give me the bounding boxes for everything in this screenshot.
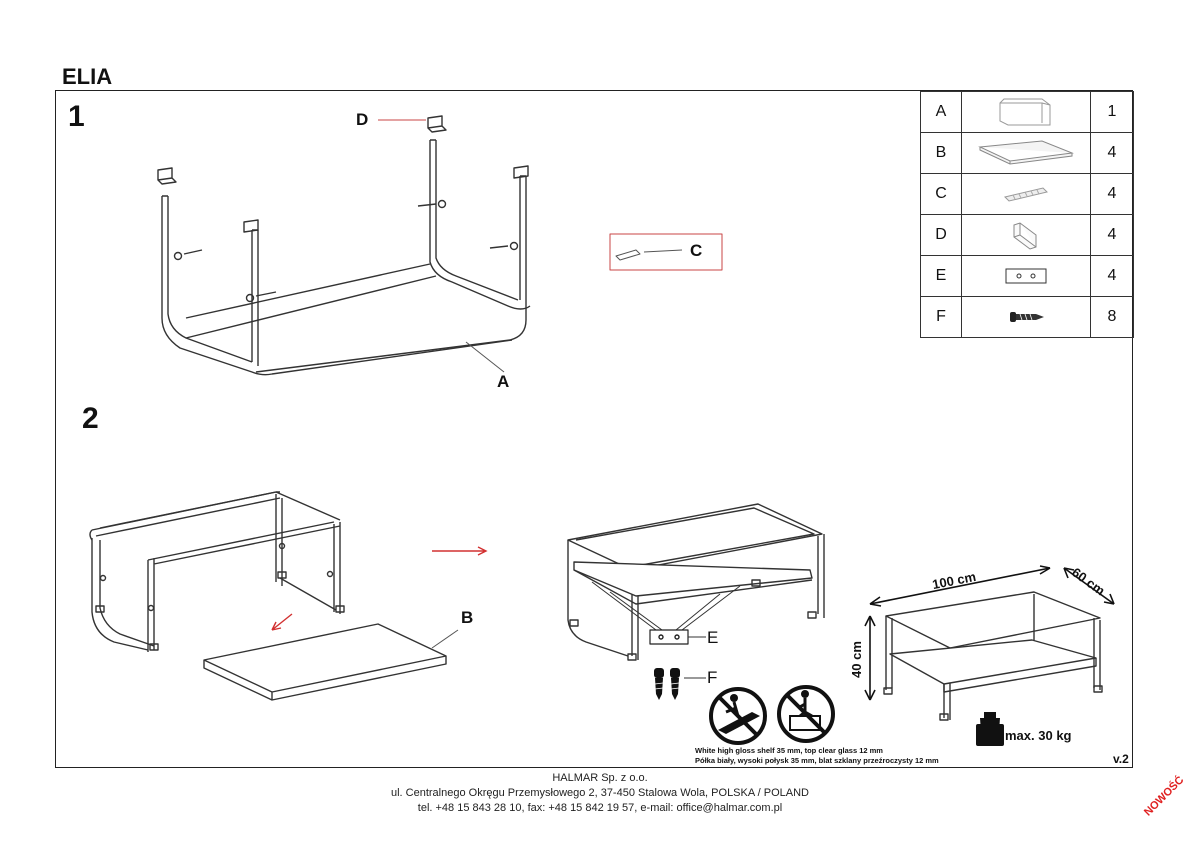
max-load-label: max. 30 kg bbox=[1005, 728, 1072, 743]
callout-e: E bbox=[707, 628, 719, 647]
part-qty: 8 bbox=[1090, 296, 1134, 338]
step-number-1: 1 bbox=[68, 100, 85, 133]
part-qty: 1 bbox=[1090, 91, 1134, 133]
part-qty: 4 bbox=[1090, 173, 1134, 215]
screws-f bbox=[654, 668, 680, 700]
dimension-height: 40 cm bbox=[848, 641, 864, 678]
assembled-table bbox=[567, 503, 825, 661]
part-letter: E bbox=[920, 255, 962, 297]
material-note-pl: Półka biały, wysoki połysk 35 mm, blat s… bbox=[695, 756, 939, 765]
parts-row-f: F 8 bbox=[920, 296, 1134, 338]
parts-row-b: B 4 bbox=[920, 132, 1134, 174]
part-letter: F bbox=[920, 296, 962, 338]
callout-a: A bbox=[497, 372, 510, 391]
part-letter: A bbox=[920, 91, 962, 133]
footer-company: HALMAR Sp. z o.o. bbox=[552, 772, 648, 784]
part-qty: 4 bbox=[1090, 214, 1134, 256]
step2-frame bbox=[89, 491, 345, 652]
parts-row-e: E 4 bbox=[920, 255, 1134, 297]
callout-c: C bbox=[690, 241, 703, 260]
document-title: ELIA bbox=[62, 64, 113, 89]
glass-frame-a bbox=[157, 115, 531, 376]
parts-table: A 1 B 4 C 4 D 4 E 4 F 8 bbox=[920, 91, 1134, 338]
footer-contact: tel. +48 15 843 28 10, fax: +48 15 842 1… bbox=[417, 802, 783, 814]
version-label: v.2 bbox=[1113, 752, 1129, 766]
parts-row-a: A 1 bbox=[920, 91, 1134, 133]
material-note-en: White high gloss shelf 35 mm, top clear … bbox=[695, 746, 883, 755]
part-letter: C bbox=[920, 173, 962, 215]
callout-b: B bbox=[461, 608, 474, 627]
part-letter: B bbox=[920, 132, 962, 174]
instruction-frame bbox=[55, 90, 1133, 768]
part-qty: 4 bbox=[1090, 255, 1134, 297]
footer-address: ul. Centralnego Okręgu Przemysłowego 2, … bbox=[390, 787, 809, 799]
shelf-board-b bbox=[203, 623, 447, 701]
no-standing-on-top-icon bbox=[777, 685, 835, 743]
plate-icon bbox=[961, 255, 1091, 297]
parts-row-c: C 4 bbox=[920, 173, 1134, 215]
callout-d: D bbox=[356, 110, 369, 129]
weight-icon bbox=[976, 712, 1004, 746]
screw-icon bbox=[961, 296, 1091, 338]
parts-row-d: D 4 bbox=[920, 214, 1134, 256]
callout-f: F bbox=[707, 668, 718, 687]
step-number-2: 2 bbox=[82, 402, 99, 435]
part-qty: 4 bbox=[1090, 132, 1134, 174]
no-standing-on-shelf-icon bbox=[709, 687, 767, 745]
shelf-board-icon bbox=[961, 132, 1091, 174]
dimension-view bbox=[883, 591, 1103, 721]
